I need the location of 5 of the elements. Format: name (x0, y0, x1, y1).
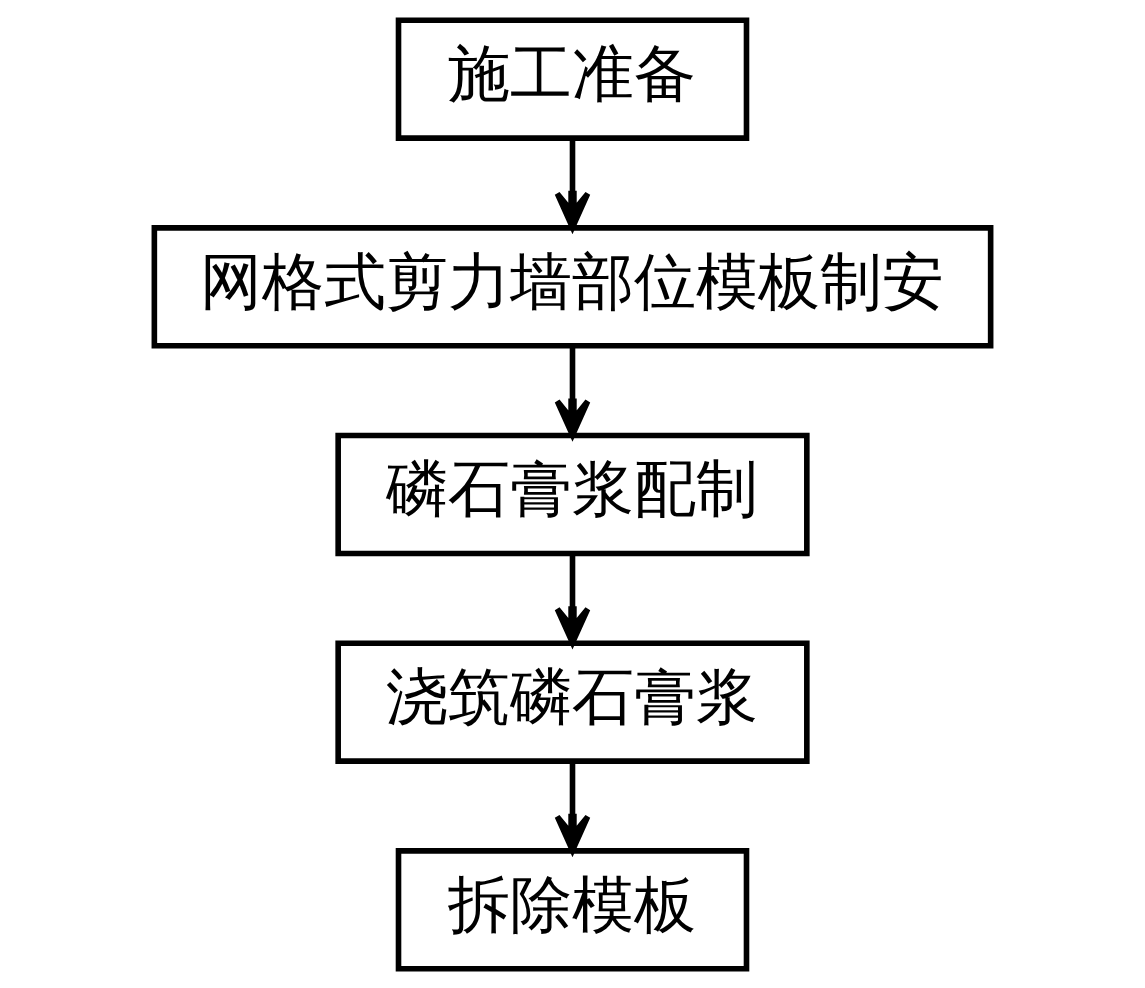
node-box: 施工准备 (395, 16, 750, 141)
node-box: 浇筑磷石膏浆 (335, 639, 810, 764)
node-box: 网格式剪力墙部位模板制安 (151, 224, 994, 349)
node-box: 拆除模板 (395, 847, 750, 972)
node-box: 磷石膏浆配制 (335, 432, 810, 556)
